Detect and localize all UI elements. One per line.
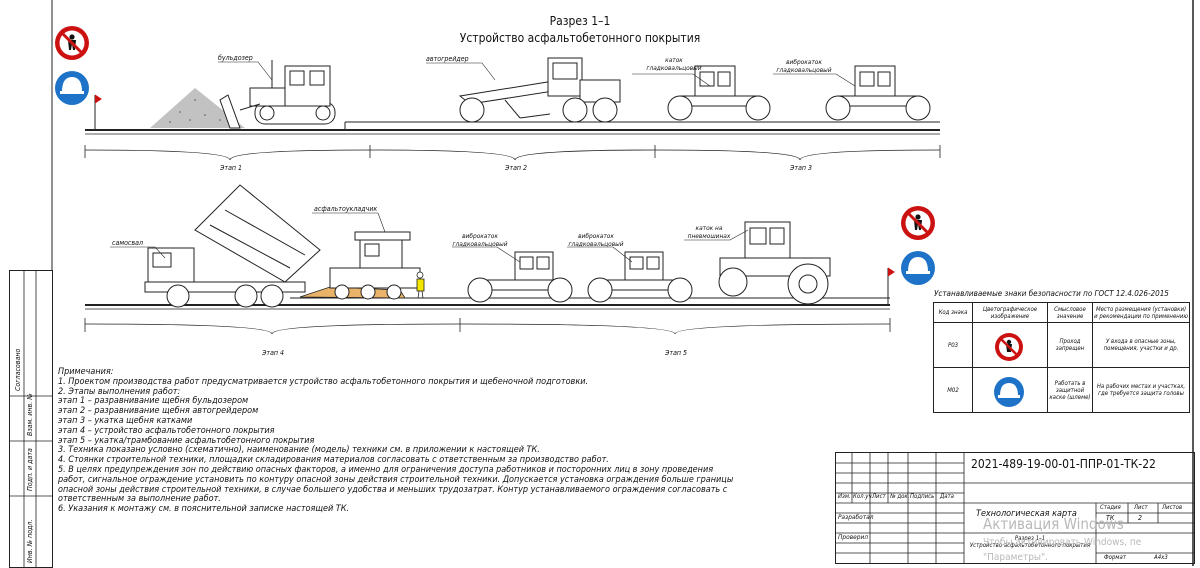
note-line: 1. Проектом производства работ предусмат… xyxy=(58,376,589,387)
activation-watermark: Активация Windows xyxy=(983,515,1124,533)
th-image: Цветографическое изображение xyxy=(972,302,1048,323)
roller-5b xyxy=(587,251,693,303)
note-line: 2. Этапы выполнения работ: xyxy=(58,386,181,397)
label-dump-truck: самосвал xyxy=(112,239,143,247)
approval-strip: Согласовано Взам. инв. № Подп. и дата Ин… xyxy=(9,270,53,568)
note-line: этап 2 – разравнивание щебня автогрейдер… xyxy=(58,406,259,417)
note-line: 6. Указания к монтажу см. в пояснительно… xyxy=(58,504,350,515)
note-line: этап 1 – разравнивание щебня бульдозером xyxy=(58,396,249,407)
th-place: Место размещения (установки) и рекоменда… xyxy=(1092,302,1190,323)
stage-1-label: Этап 1 xyxy=(220,164,243,172)
paver-machine xyxy=(329,231,421,300)
stage-value: ТК xyxy=(1106,514,1115,522)
note-line: работ, сигнальное ограждение установить … xyxy=(58,474,734,485)
strip-sign-date: Подп. и дата xyxy=(26,448,34,491)
gravel-dots xyxy=(169,99,221,123)
sheet-header: Лист xyxy=(1134,504,1148,511)
label-paver: асфальтоукладчик xyxy=(314,205,378,213)
dimension-lower xyxy=(84,318,891,335)
gravel-pile xyxy=(150,88,245,128)
strip-agreed: Согласовано xyxy=(14,348,22,391)
flag-upper-left xyxy=(94,94,102,130)
label-grader: автогрейдер xyxy=(426,55,469,63)
col-izm: Изм. xyxy=(838,493,851,500)
leaders xyxy=(110,61,856,263)
doc-code: 2021-489-19-00-01-ППР-01-ТК-22 xyxy=(971,457,1156,471)
prohibit-sign-right xyxy=(901,206,935,240)
title-block: 2021-489-19-00-01-ППР-01-ТК-22 Изм. Кол.… xyxy=(835,452,1195,564)
row-code: M02 xyxy=(933,367,973,413)
row-place: На рабочих местах и участках, где требуе… xyxy=(1092,367,1190,413)
stage-3-label: Этап 3 xyxy=(790,164,813,172)
strip-inv-original: Инв. № подл. xyxy=(26,519,34,563)
pneumatic-roller xyxy=(718,221,831,305)
grader-machine xyxy=(458,57,621,123)
stage-header: Стадия xyxy=(1100,504,1121,511)
roller-3b xyxy=(825,65,931,121)
col-doc: № док. xyxy=(890,493,910,500)
dump-truck-machine xyxy=(144,184,321,308)
format-label: Формат xyxy=(1104,554,1126,561)
row-checked: Проверил xyxy=(838,533,868,541)
strip-replaced-inv: Взам. инв. № xyxy=(26,393,34,436)
notes-heading: Примечания: xyxy=(58,367,114,377)
flag-lower-right xyxy=(887,267,895,305)
note-line: 3. Техника показано условно (схематично)… xyxy=(58,445,540,456)
row-meaning: Работать в защитной каске (шлеме) xyxy=(1047,367,1093,413)
label-roller-5b: виброкаток гладковальцовый xyxy=(568,232,624,248)
label-pneumatic-roller: каток на пневмошинах xyxy=(687,224,731,240)
row-image xyxy=(972,367,1048,413)
col-kol: Кол.уч xyxy=(853,493,872,500)
label-roller-3b: виброкаток гладковальцовый xyxy=(776,58,832,74)
helmet-sign-right xyxy=(901,251,935,285)
note-line: этап 3 – укатка щебня катками xyxy=(58,415,193,426)
label-bulldozer: бульдозер xyxy=(218,54,253,62)
note-line: этап 5 – укатка/трамбование асфальтобето… xyxy=(58,435,315,446)
sheet-value: 2 xyxy=(1138,514,1143,522)
row-image xyxy=(972,322,1048,368)
doc-title: Технологическая карта xyxy=(976,509,1077,519)
sheet-title: Разрез 1–1 Устройство асфальтобетонного … xyxy=(969,535,1091,549)
roller-3a xyxy=(667,65,771,121)
section-title: Разрез 1–1 xyxy=(549,14,611,28)
col-date: Дата xyxy=(940,493,954,500)
note-line: 4. Стоянки строительной техники, площадк… xyxy=(58,455,609,466)
note-line: опасной зоны действия строительной техни… xyxy=(58,484,728,495)
row-developed: Разработал xyxy=(838,513,874,521)
stage-5-label: Этап 5 xyxy=(665,349,688,357)
roller-5a xyxy=(467,251,573,303)
note-line: 5. В целях предупреждения зон по действи… xyxy=(58,464,714,475)
signs-table-caption: Устанавливаемые знаки безопасности по ГО… xyxy=(934,289,1169,298)
label-roller-5a: виброкаток гладковальцовый xyxy=(452,232,508,248)
notes-block: Примечания: 1. Проектом производства раб… xyxy=(58,367,734,515)
col-sign: Подпись xyxy=(910,493,935,500)
note-line: ответственным за выполнение работ. xyxy=(58,494,221,505)
worker-figure xyxy=(416,271,425,299)
dimension-upper xyxy=(84,145,941,161)
page-title: Устройство асфальтобетонного покрытия xyxy=(459,31,701,45)
row-meaning: Проход запрещен xyxy=(1047,322,1093,368)
ground-upper xyxy=(85,121,940,135)
stage-4-label: Этап 4 xyxy=(262,349,285,357)
activation-watermark-params: "Параметры". xyxy=(983,552,1049,563)
col-list: Лист xyxy=(872,493,886,500)
signs-table: Код знака Цветографическое изображение С… xyxy=(933,302,1190,413)
th-code: Код знака xyxy=(933,302,973,323)
prohibit-sign-top xyxy=(55,26,89,60)
activation-watermark-hint: Чтобы активировать Windows, пе xyxy=(983,537,1142,548)
stage-2-label: Этап 2 xyxy=(505,164,528,172)
row-code: P03 xyxy=(933,322,973,368)
row-place: У входа в опасные зоны, помещения, участ… xyxy=(1092,322,1190,368)
bulldozer-machine xyxy=(219,60,336,129)
th-meaning: Смысловое значение xyxy=(1047,302,1093,323)
label-roller-3a: каток гладковальцовый xyxy=(646,56,702,72)
helmet-sign-top xyxy=(55,71,89,105)
sheets-header: Листов xyxy=(1162,504,1183,511)
format-value: А4х3 xyxy=(1154,554,1168,561)
note-line: этап 4 – устройство асфальтобетонного по… xyxy=(58,425,275,436)
